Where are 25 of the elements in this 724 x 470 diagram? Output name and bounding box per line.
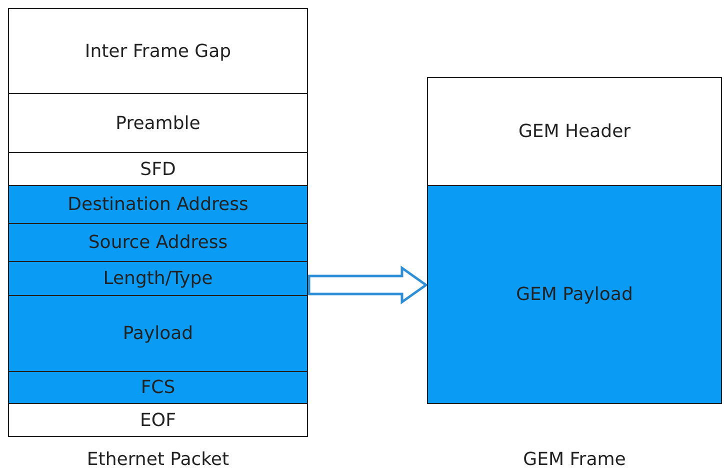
- field-box: [8, 295, 308, 372]
- field-label: Preamble: [116, 112, 200, 134]
- field-label: FCS: [140, 377, 176, 398]
- node-label: GEM Frame: [522, 449, 627, 470]
- field-box: [8, 93, 308, 153]
- field-box: [8, 8, 308, 94]
- field-label: Payload: [122, 323, 194, 344]
- field-label: Inter Frame Gap: [84, 40, 232, 62]
- node-label: Ethernet Packet: [86, 449, 230, 470]
- field-box: [8, 223, 308, 262]
- field-label: Destination Address: [68, 194, 248, 215]
- field-label: GEM Payload: [516, 284, 633, 305]
- field-box: [8, 261, 308, 296]
- field-label: GEM Header: [518, 121, 631, 142]
- field-box: [8, 152, 308, 186]
- field-label: EOF: [140, 410, 176, 430]
- field-box: [8, 403, 308, 437]
- field-label: Length/Type: [103, 268, 213, 289]
- field-box: [427, 77, 722, 186]
- field-box: [427, 185, 722, 404]
- field-box: [8, 371, 308, 404]
- field-label: SFD: [140, 158, 176, 180]
- field-box: [8, 185, 308, 224]
- field-label: Source Address: [88, 232, 228, 253]
- block-arrow: [308, 266, 428, 304]
